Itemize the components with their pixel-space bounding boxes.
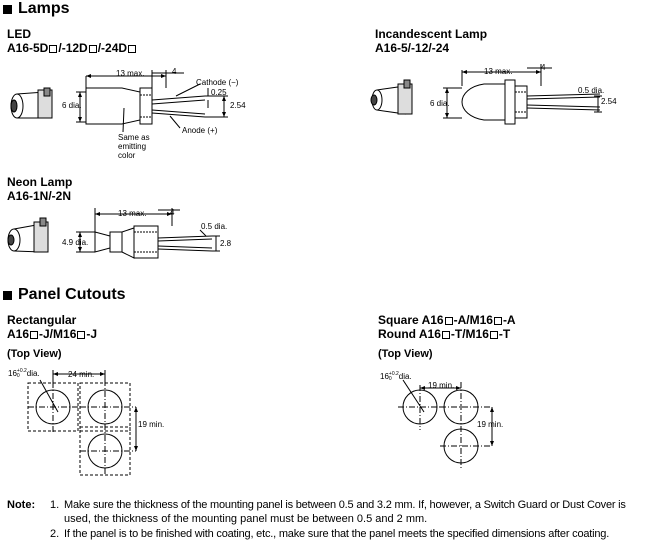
note-2-text: If the panel is to be finished with coat… xyxy=(64,528,610,540)
placeholder-box-icon xyxy=(493,317,502,325)
notes-label: Note: xyxy=(7,499,36,511)
placeholder-box-icon xyxy=(489,331,498,339)
incandescent-lead-dim: 0.5 dia. xyxy=(578,86,605,95)
placeholder-box-icon xyxy=(88,45,97,53)
neon-lead-dim: 0.5 dia. xyxy=(201,222,228,231)
incandescent-dia-dim: 6 dia. xyxy=(430,99,450,108)
square-bullet-icon xyxy=(3,290,12,300)
incandescent-pitch-dim: 2.54 xyxy=(601,97,617,106)
lamps-section-title: Lamps xyxy=(3,0,70,18)
incandescent-title-block: Incandescent Lamp A16-5/-12/-24 xyxy=(375,27,487,55)
rect-title-block: Rectangular A16-J/M16-J xyxy=(7,313,97,341)
round-view-label: (Top View) xyxy=(378,348,433,360)
note-2-number: 2. xyxy=(50,528,60,540)
neon-length-dim: 13 max. xyxy=(118,209,147,218)
placeholder-box-icon xyxy=(49,45,58,53)
rect-title: Rectangular xyxy=(7,313,77,327)
round-title-block: Square A16-A/M16-A Round A16-T/M16-T xyxy=(378,313,516,341)
note-1-number: 1. xyxy=(50,499,60,511)
square-bullet-icon xyxy=(3,4,12,14)
cutouts-heading: Panel Cutouts xyxy=(18,286,126,303)
incandescent-length-dim: 13 max. xyxy=(484,67,513,76)
led-anode-label: Anode (+) xyxy=(182,126,218,135)
neon-model: A16-1N/-2N xyxy=(7,189,72,203)
rect-model: A16-J/M16-J xyxy=(7,327,98,341)
placeholder-box-icon xyxy=(441,331,450,339)
placeholder-box-icon xyxy=(30,331,39,339)
placeholder-box-icon xyxy=(444,317,453,325)
neon-pitch-dim: 2.8 xyxy=(220,239,232,248)
cutouts-section-title: Panel Cutouts xyxy=(3,286,126,304)
led-title: LED xyxy=(7,27,31,41)
note-1-text: Make sure the thickness of the mounting … xyxy=(64,499,626,525)
placeholder-box-icon xyxy=(77,331,86,339)
neon-flange-dim: 4 xyxy=(170,208,175,217)
neon-title-block: Neon Lamp A16-1N/-2N xyxy=(7,175,72,203)
placeholder-box-icon xyxy=(128,45,137,53)
led-cathode-label: Cathode (−) xyxy=(196,78,239,87)
led-flange-dim: 4 xyxy=(172,67,177,76)
led-lead-dim: 0.25 xyxy=(211,88,227,97)
incandescent-title: Incandescent Lamp xyxy=(375,27,488,41)
round-model: Round A16-T/M16-T xyxy=(378,327,511,341)
led-length-dim: 13 max. xyxy=(116,69,145,78)
incandescent-model: A16-5/-12/-24 xyxy=(375,41,450,55)
lamps-heading: Lamps xyxy=(18,0,70,17)
neon-title: Neon Lamp xyxy=(7,175,73,189)
round-h-spacing-dim: 19 min. xyxy=(428,381,455,390)
neon-dia-dim: 4.9 dia. xyxy=(62,238,89,247)
led-dia-dim: 6 dia. xyxy=(62,101,82,110)
incandescent-flange-dim: 4 xyxy=(541,63,546,72)
led-title-block: LED A16-5D/-12D/-24D xyxy=(7,27,137,55)
led-model: A16-5D/-12D/-24D xyxy=(7,41,137,55)
rect-view-label: (Top View) xyxy=(7,348,62,360)
square-model: Square A16-A/M16-A xyxy=(378,313,516,327)
rect-v-spacing-dim: 19 min. xyxy=(138,420,165,429)
rect-h-spacing-dim: 24 min. xyxy=(68,370,95,379)
led-pitch-dim: 2.54 xyxy=(230,101,246,110)
round-v-spacing-dim: 19 min. xyxy=(477,420,504,429)
